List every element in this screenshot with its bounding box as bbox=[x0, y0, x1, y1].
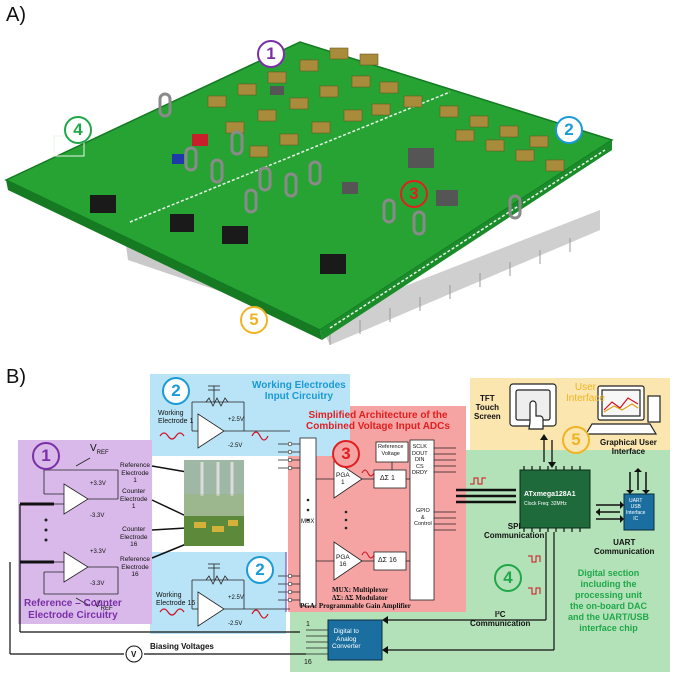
chips bbox=[90, 195, 346, 274]
mux-label: MUX bbox=[301, 519, 315, 525]
tft-label: TFT Touch Screen bbox=[474, 394, 501, 421]
board-marker-5: 5 bbox=[240, 306, 268, 334]
working-plus-1: +2.5V bbox=[228, 417, 244, 423]
voltmeter-label: V bbox=[131, 650, 137, 659]
touch-screen-icon bbox=[509, 383, 557, 430]
board-marker-4: 4 bbox=[64, 116, 92, 144]
adc-pins-label: SCLK DOUT DIN CS DRDY bbox=[412, 444, 428, 476]
working-title: Working Electrodes Input Circuitry bbox=[252, 380, 346, 402]
dac-pin-first: 1 bbox=[306, 621, 310, 628]
mcu-chip bbox=[519, 466, 591, 532]
biasing-label: Biasing Voltages bbox=[150, 642, 214, 651]
working-electrode-1-label: Working Electrode 1 bbox=[158, 410, 194, 425]
working-electrode-16-label: Working Electrode 16 bbox=[156, 592, 196, 607]
panel-a-label: A) bbox=[6, 4, 26, 26]
board-marker-2: 2 bbox=[555, 116, 583, 144]
adc-title: Simplified Architecture of the Combined … bbox=[306, 410, 450, 432]
gpio-label: GPIO & Control bbox=[414, 508, 432, 527]
marker-reference: 1 bbox=[32, 442, 60, 470]
header-pins bbox=[329, 238, 571, 345]
uart-chip-label: UART USB Interface IC bbox=[626, 498, 646, 522]
ref-plus-16: +3.3V bbox=[90, 549, 106, 555]
vref-top-v: V bbox=[90, 443, 97, 454]
ds-16-label: ΔΣ 16 bbox=[378, 557, 397, 564]
marker-adc: 3 bbox=[332, 440, 360, 468]
marker-working-1: 2 bbox=[162, 377, 190, 405]
mcu-name: ATxmega128A1 bbox=[524, 491, 576, 498]
reference-bg bbox=[18, 440, 152, 624]
legend-pga: PGA: Programmable Gain Amplifier bbox=[300, 602, 411, 610]
capacitors bbox=[207, 47, 565, 172]
pga-1-label: PGA 1 bbox=[336, 472, 350, 486]
board-marker-3: 3 bbox=[400, 180, 428, 208]
reference-title: Reference – Counter Electrode Circuitry bbox=[24, 598, 122, 621]
vref-bottom-v: V bbox=[94, 599, 101, 610]
uart-label: UART Communication bbox=[594, 538, 655, 556]
uart-chip bbox=[623, 493, 655, 531]
computer-icon bbox=[584, 385, 661, 435]
voltmeter-icon bbox=[125, 645, 143, 663]
marker-digital: 4 bbox=[494, 564, 522, 592]
legend-mux: MUX: Multiplexer bbox=[332, 586, 389, 594]
ref-voltage-label: Reference Voltage bbox=[378, 444, 404, 457]
counter-electrode-1: Counter Electrode 1 bbox=[120, 488, 148, 510]
vref-top: VREF bbox=[90, 444, 109, 458]
vref-top-sub: REF bbox=[96, 450, 109, 456]
reference-electrode-1: Reference Electrode 1 bbox=[120, 462, 150, 484]
counter-electrode-16: Counter Electrode 16 bbox=[120, 526, 148, 548]
working-minus-16: -2.5V bbox=[228, 621, 243, 627]
i2c-label: I²C Communication bbox=[470, 610, 531, 628]
digital-section-label: Digital section including the processing… bbox=[568, 568, 649, 633]
ref-plus-1: +3.3V bbox=[90, 481, 106, 487]
dac-pin-last: 16 bbox=[304, 659, 312, 666]
vref-bottom-sub: REF bbox=[100, 606, 113, 612]
panel-b-label: B) bbox=[6, 366, 26, 388]
spi-label: SPI Communication bbox=[484, 522, 545, 540]
ds-1-label: ΔΣ 1 bbox=[380, 475, 395, 482]
gui-label: Graphical User Interface bbox=[600, 438, 657, 456]
working-minus-1: -2.5V bbox=[228, 443, 243, 449]
test-points bbox=[158, 92, 522, 236]
reference-electrode-16: Reference Electrode 16 bbox=[120, 556, 150, 578]
ref-minus-1: -3.3V bbox=[90, 513, 105, 519]
pga-16-label: PGA 16 bbox=[336, 554, 350, 568]
vref-bottom: VREF bbox=[94, 600, 113, 614]
ref-minus-16: -3.3V bbox=[90, 581, 105, 587]
board-marker-1: 1 bbox=[257, 40, 285, 68]
legend-ds: ΔΣ: ΔΣ Modulator bbox=[332, 594, 388, 602]
working-plus-16: +2.5V bbox=[228, 595, 244, 601]
dac-chip bbox=[327, 619, 383, 661]
dac-label: Digital to Analog Converter bbox=[332, 628, 361, 650]
marker-working-16: 2 bbox=[246, 556, 274, 584]
marker-user-interface: 5 bbox=[562, 426, 590, 454]
mcu-clock: Clock Freq: 32MHz bbox=[524, 501, 567, 507]
user-interface-title: User Interface bbox=[566, 382, 605, 404]
